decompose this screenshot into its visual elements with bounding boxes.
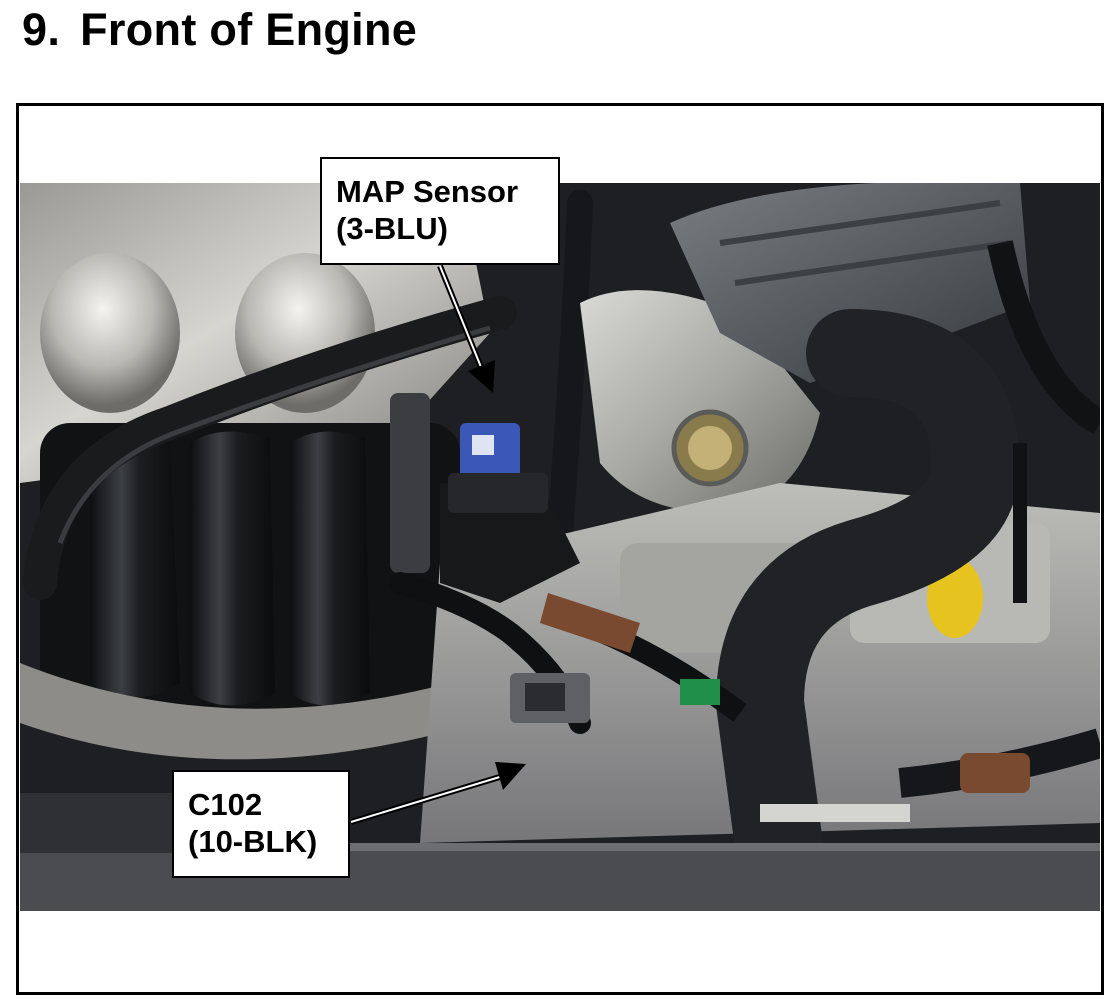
section-number: 9. [22, 4, 61, 55]
page-title: 9. Front of Engine [22, 4, 417, 56]
vacuum-hose [23, 296, 517, 600]
map-sensor-code: (3-BLU) [336, 211, 448, 246]
coolant-hose [715, 309, 1020, 897]
brown-connector [540, 593, 640, 653]
map-sensor-callout: MAP Sensor (3-BLU) [320, 157, 560, 265]
c102-callout: C102 (10-BLK) [172, 770, 350, 878]
c102-label: C102 [188, 787, 263, 822]
section-title: Front of Engine [80, 4, 418, 55]
c102-code: (10-BLK) [188, 824, 318, 859]
map-sensor-label: MAP Sensor [336, 174, 519, 209]
cover-dome-left [40, 253, 180, 413]
map-sensor [448, 473, 548, 513]
brown-connector-right [960, 753, 1030, 793]
